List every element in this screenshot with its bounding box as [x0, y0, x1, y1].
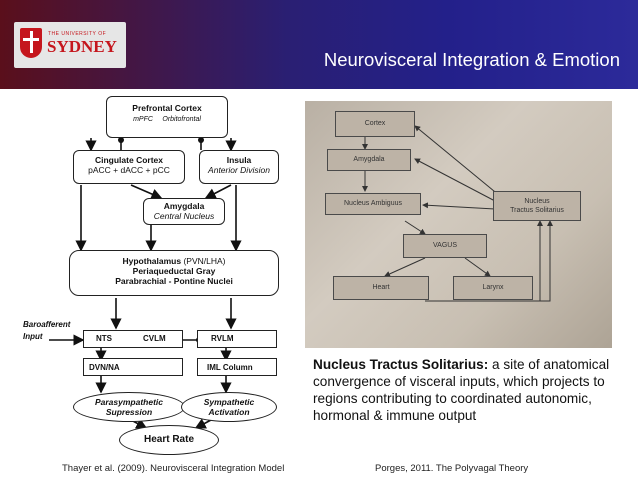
photo-larynx-box: Larynx: [453, 276, 533, 300]
para-line1: Parasympathetic: [94, 397, 164, 407]
polyvagal-diagram-photo: Cortex Amygdala Nucleus Ambiguus Nucleus…: [305, 101, 612, 348]
baroafferent-label: Baroafferent: [23, 320, 71, 329]
hypothalamus-line1b: (PVN/LHA): [181, 256, 226, 266]
amygdala-title: Amygdala: [163, 201, 205, 211]
pfc-box: Prefrontal Cortex mPFC Orbitofrontal: [106, 96, 228, 138]
rvlm-label: RVLM: [211, 334, 234, 343]
insula-box: Insula Anterior Division: [199, 150, 279, 184]
iml-box: [197, 358, 277, 376]
citation-left: Thayer et al. (2009). Neurovisceral Inte…: [62, 463, 285, 474]
photo-larynx-label: Larynx: [482, 284, 504, 291]
photo-vagus-label: VAGUS: [433, 242, 457, 249]
hypothalamus-line3: Parabrachial - Pontine Nuclei: [115, 276, 233, 286]
header-bar: THE UNIVERSITY OF SYDNEY Neurovisceral I…: [0, 0, 638, 89]
insula-title: Insula: [226, 155, 252, 165]
dvn-box: [83, 358, 183, 376]
photo-nucleus-ambiguus-box: Nucleus Ambiguus: [325, 193, 421, 215]
dvn-label: DVN/NA: [89, 363, 120, 372]
photo-cortex-label: Cortex: [364, 120, 386, 127]
photo-amygdala-label: Amygdala: [353, 156, 385, 163]
photo-cortex-box: Cortex: [335, 111, 415, 137]
photo-connectors: [362, 125, 553, 302]
cingulate-sub: pACC + dACC + pCC: [88, 165, 170, 175]
para-line2: Supression: [105, 407, 153, 417]
photo-nts-line1: Nucleus: [524, 198, 550, 205]
logo-line1: THE UNIVERSITY OF: [48, 31, 107, 37]
sympathetic-ellipse: Sympathetic Activation: [181, 392, 277, 422]
neurovisceral-diagram: Prefrontal Cortex mPFC Orbitofrontal Cin…: [21, 90, 299, 458]
photo-amygdala-box: Amygdala: [327, 149, 411, 171]
insula-sub: Anterior Division: [208, 165, 270, 175]
pfc-title: Prefrontal Cortex: [132, 103, 202, 113]
cvlm-label: CVLM: [143, 334, 166, 343]
photo-heart-label: Heart: [372, 284, 390, 291]
photo-nucleus-ambiguus-label: Nucleus Ambiguus: [344, 200, 402, 207]
nts-description-body: a site of anatomical convergence of visc…: [313, 357, 610, 423]
pfc-sub2: Orbitofrontal: [162, 116, 201, 123]
amygdala-box: Amygdala Central Nucleus: [143, 198, 225, 225]
photo-nts-box: Nucleus Tractus Solitarius: [493, 191, 581, 221]
heart-rate-label: Heart Rate: [143, 434, 195, 445]
input-label: Input: [23, 332, 43, 341]
rvlm-box: [197, 330, 277, 348]
photo-vagus-box: VAGUS: [403, 234, 487, 258]
symp-line2: Activation: [208, 407, 250, 417]
nts-label: NTS: [96, 334, 112, 343]
cingulate-title: Cingulate Cortex: [94, 155, 163, 165]
photo-nts-line2: Tractus Solitarius: [510, 207, 564, 214]
heart-rate-ellipse: Heart Rate: [119, 425, 219, 455]
iml-label: IML Column: [207, 363, 253, 372]
photo-heart-box: Heart: [333, 276, 429, 300]
cingulate-box: Cingulate Cortex pACC + dACC + pCC: [73, 150, 185, 184]
university-logo: THE UNIVERSITY OF SYDNEY: [14, 22, 126, 68]
hypothalamus-box: Hypothalamus (PVN/LHA) Periaqueductal Gr…: [69, 250, 279, 296]
pfc-sub1: mPFC: [133, 116, 153, 123]
hypothalamus-line2: Periaqueductal Gray: [132, 266, 216, 276]
nts-description-term: Nucleus Tractus Solitarius:: [313, 357, 489, 372]
nts-description: Nucleus Tractus Solitarius: a site of an…: [313, 356, 613, 424]
amygdala-sub: Central Nucleus: [153, 211, 215, 221]
nts-cvlm-box: [83, 330, 183, 348]
hypothalamus-line1: Hypothalamus: [122, 256, 182, 266]
symp-line1: Sympathetic: [203, 397, 255, 407]
logo-line2: SYDNEY: [47, 37, 117, 56]
slide-title: Neurovisceral Integration & Emotion: [323, 49, 620, 70]
crest-icon: [20, 28, 42, 58]
citation-right: Porges, 2011. The Polyvagal Theory: [375, 463, 529, 474]
parasympathetic-ellipse: Parasympathetic Supression: [73, 392, 185, 422]
